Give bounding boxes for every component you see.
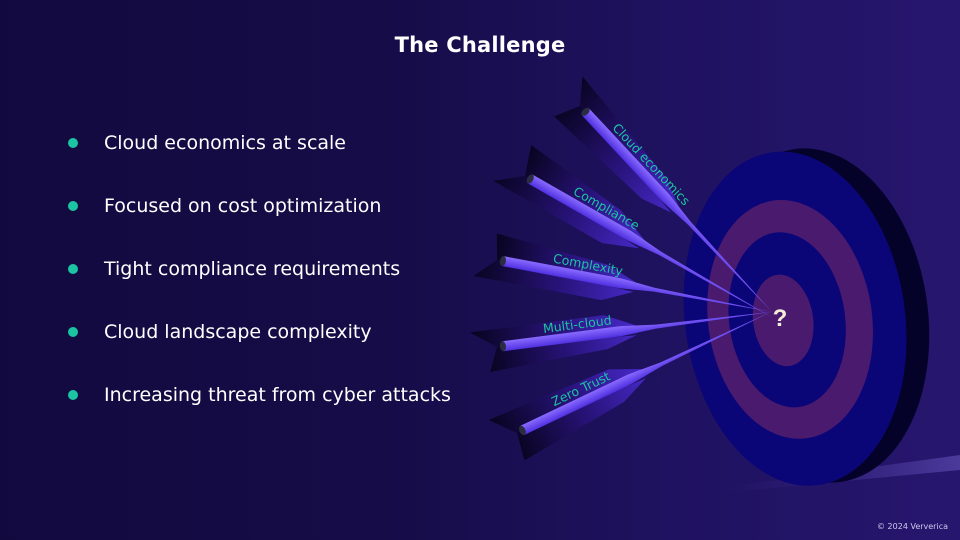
slide-title: The Challenge [394, 33, 566, 57]
bullet-item: Tight compliance requirements [68, 254, 451, 317]
arrow-complexity: Complexity [473, 233, 773, 312]
arrow-multi-cloud: Multi-cloud [469, 311, 773, 373]
question-mark-icon: ? [773, 305, 788, 332]
bullet-text: Increasing threat from cyber attacks [104, 384, 451, 406]
arrow-compliance: Compliance [493, 144, 773, 318]
bullet-item: Focused on cost optimization [68, 191, 451, 254]
bullet-dot-icon [68, 390, 78, 400]
copyright-footer: © 2024 Ververica [877, 522, 948, 531]
bullet-text: Cloud economics at scale [104, 132, 346, 154]
bullet-dot-icon [68, 327, 78, 337]
bullet-dot-icon [68, 264, 78, 274]
bullet-list: Cloud economics at scale Focused on cost… [68, 128, 451, 443]
target-bullseye [752, 274, 814, 367]
bullet-dot-icon [68, 138, 78, 148]
target-board [683, 148, 930, 486]
bullet-item: Increasing threat from cyber attacks [68, 380, 451, 443]
bullet-text: Tight compliance requirements [104, 258, 401, 280]
bullet-item: Cloud economics at scale [68, 128, 451, 191]
bullet-dot-icon [68, 201, 78, 211]
bullet-item: Cloud landscape complexity [68, 317, 451, 380]
bullet-text: Cloud landscape complexity [104, 321, 372, 343]
bullet-text: Focused on cost optimization [104, 195, 382, 217]
